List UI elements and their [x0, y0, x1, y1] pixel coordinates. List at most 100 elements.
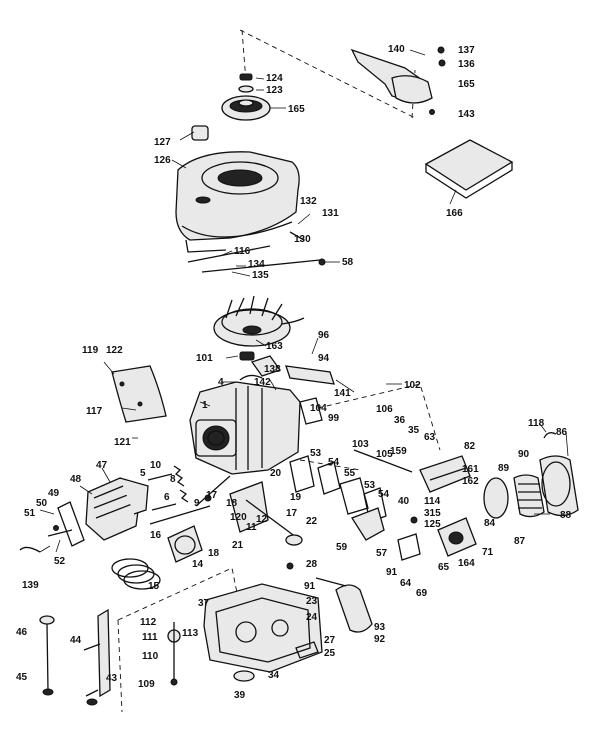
- part-number-labels: 140 137 136 165 143 124 123 165 127 126 …: [16, 44, 572, 701]
- throttle-linkage: [19, 501, 85, 553]
- label-54: 54: [378, 489, 390, 500]
- governor-lever: [351, 449, 413, 541]
- label-50: 50: [36, 498, 48, 509]
- label-163: 163: [266, 341, 283, 352]
- label-124: 124: [266, 73, 283, 84]
- label-114: 114: [424, 496, 441, 507]
- label-130: 130: [294, 234, 311, 245]
- air-filter: [424, 139, 514, 199]
- label-138: 138: [264, 364, 281, 375]
- label-135: 135: [252, 270, 269, 281]
- label-82: 82: [464, 441, 476, 452]
- label-116: 116: [234, 246, 251, 257]
- label-84: 84: [484, 518, 496, 529]
- label-140: 140: [388, 44, 405, 55]
- rod-assembly: [315, 577, 373, 633]
- label-44: 44: [70, 635, 82, 646]
- label-8: 8: [170, 474, 176, 485]
- label-89: 89: [498, 463, 510, 474]
- label-6: 6: [164, 492, 170, 503]
- label-58: 58: [342, 257, 354, 268]
- label-1: 1: [202, 400, 208, 411]
- flywheel: [213, 295, 305, 347]
- starter-handle-assembly: [350, 46, 446, 115]
- label-94: 94: [318, 353, 330, 364]
- label-101: 101: [196, 353, 213, 364]
- label-117: 117: [86, 406, 103, 417]
- label-126: 126: [154, 155, 171, 166]
- label-127: 127: [154, 137, 171, 148]
- label-64: 64: [400, 578, 412, 589]
- label-12: 12: [256, 514, 268, 525]
- label-14: 14: [192, 559, 204, 570]
- label-315: 315: [424, 508, 441, 519]
- label-159: 159: [390, 446, 407, 457]
- label-162: 162: [462, 476, 479, 487]
- label-93: 93: [374, 622, 386, 633]
- label-46: 46: [16, 627, 28, 638]
- label-28: 28: [306, 559, 318, 570]
- label-109: 109: [138, 679, 155, 690]
- dipstick-tube: [39, 608, 111, 706]
- label-20: 20: [270, 468, 282, 479]
- label-4: 4: [218, 377, 224, 388]
- label-118: 118: [528, 418, 545, 429]
- label-106: 106: [376, 404, 393, 415]
- label-54: 54: [328, 457, 340, 468]
- label-103: 103: [352, 439, 369, 450]
- label-102: 102: [404, 380, 421, 391]
- label-141: 141: [334, 388, 351, 399]
- label-142: 142: [254, 377, 271, 388]
- valve-parts: [147, 465, 212, 511]
- label-132: 132: [300, 196, 317, 207]
- label-90: 90: [518, 449, 530, 460]
- label-22: 22: [306, 516, 318, 527]
- label-88: 88: [560, 510, 572, 521]
- label-166: 166: [446, 208, 463, 219]
- label-40: 40: [398, 496, 410, 507]
- label-111: 111: [142, 632, 158, 643]
- label-15: 15: [148, 581, 160, 592]
- blower-housing: [175, 125, 300, 253]
- label-21: 21: [232, 540, 244, 551]
- label-9: 9: [194, 498, 200, 509]
- piston-assembly: [149, 475, 231, 563]
- label-165: 165: [458, 79, 475, 90]
- label-165: 165: [288, 104, 305, 115]
- label-17: 17: [286, 508, 298, 519]
- label-35: 35: [408, 425, 420, 436]
- label-16: 16: [150, 530, 162, 541]
- label-86: 86: [556, 427, 568, 438]
- label-55: 55: [344, 468, 356, 479]
- label-96: 96: [318, 330, 330, 341]
- label-59: 59: [336, 542, 348, 553]
- label-113: 113: [182, 628, 199, 639]
- label-43: 43: [106, 673, 118, 684]
- label-136: 136: [458, 59, 475, 70]
- label-18: 18: [226, 498, 238, 509]
- label-25: 25: [324, 648, 336, 659]
- label-53: 53: [310, 448, 322, 459]
- label-36: 36: [394, 415, 406, 426]
- label-91: 91: [304, 581, 316, 592]
- engine-block: [189, 351, 301, 475]
- starter-pulley: [221, 73, 271, 121]
- label-52: 52: [54, 556, 66, 567]
- label-65: 65: [438, 562, 450, 573]
- piston-rings: [111, 558, 161, 590]
- label-5: 5: [140, 468, 146, 479]
- label-18: 18: [208, 548, 220, 559]
- label-24: 24: [306, 612, 318, 623]
- label-121: 121: [114, 437, 131, 448]
- label-131: 131: [322, 208, 339, 219]
- label-164: 164: [458, 558, 475, 569]
- label-47: 47: [96, 460, 108, 471]
- carburetor-parts: [397, 516, 477, 561]
- label-104: 104: [310, 403, 327, 414]
- ignition-module: [419, 455, 471, 493]
- label-48: 48: [70, 474, 82, 485]
- label-51: 51: [24, 508, 36, 519]
- label-137: 137: [458, 45, 475, 56]
- label-69: 69: [416, 588, 428, 599]
